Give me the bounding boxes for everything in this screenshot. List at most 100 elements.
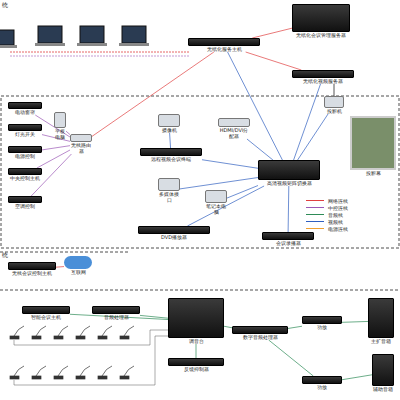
signal-wire	[202, 160, 258, 169]
device-node: 无纸化服务主机	[188, 38, 260, 52]
legend-text: 视频线	[328, 219, 343, 225]
device-shape	[8, 102, 42, 109]
legend-text: 中控连线	[328, 205, 348, 211]
device-label: 高清视频矩阵切换器	[258, 180, 320, 186]
device-label: 笔记本电脑	[205, 203, 227, 215]
device-shape	[372, 354, 394, 386]
legend-row: 视频线	[306, 218, 394, 225]
device-label: 无线路由器	[70, 142, 92, 154]
device-label: 无纸化会议管理服务器	[292, 32, 350, 38]
device-label: 无纸化视频服务器	[292, 78, 354, 84]
device-shape	[218, 118, 250, 127]
device-node: 高清视频矩阵切换器	[258, 160, 320, 186]
legend: 网络连线中控连线音频线视频线电源连线	[306, 197, 394, 232]
device-shape	[232, 326, 288, 334]
signal-wire	[288, 326, 302, 328]
legend-row: 中控连线	[306, 204, 394, 211]
device-shape	[8, 196, 42, 203]
signal-wire	[92, 52, 214, 136]
signal-wire	[342, 375, 372, 380]
device-label: 电源控制	[8, 153, 42, 159]
signal-wire	[269, 340, 314, 376]
device-node: 灯光开关	[8, 124, 42, 137]
device-shape	[8, 168, 42, 175]
device-label: 远程视频会议终端	[140, 156, 202, 162]
device-label: 会议录播器	[262, 240, 314, 246]
device-node: 调音台	[168, 298, 224, 344]
device-node: 反馈抑制器	[168, 358, 224, 372]
signal-wire	[196, 344, 197, 358]
device-node: 智能会议主机	[22, 306, 70, 320]
device-shape	[158, 114, 180, 127]
device-node: 无纸化视频服务器	[292, 70, 354, 84]
zone-divider	[0, 290, 400, 291]
device-label: 调音台	[168, 338, 224, 344]
legend-swatch	[306, 221, 324, 223]
device-node: 投影幕	[350, 116, 396, 176]
projector-mount	[334, 84, 335, 96]
signal-wire	[294, 84, 321, 160]
device-label: 灯光开关	[8, 131, 42, 137]
device-label: 电动窗帘	[8, 109, 42, 115]
device-shape	[158, 178, 180, 191]
legend-row: 网络连线	[306, 197, 394, 204]
device-node: 笔记本电脑	[205, 190, 227, 215]
signal-wire	[140, 315, 168, 318]
device-shape	[8, 124, 42, 131]
signal-wire	[56, 266, 64, 268]
device-node: 多媒体接口	[158, 178, 180, 203]
zone-frame	[1, 96, 399, 248]
device-node: 摄像机	[158, 114, 180, 133]
legend-text: 电源连线	[328, 226, 348, 232]
legend-swatch	[306, 207, 324, 209]
legend-swatch	[306, 214, 324, 216]
device-label: HDMI/DVI分配器	[218, 127, 250, 139]
device-shape	[54, 112, 66, 128]
device-shape	[302, 316, 342, 324]
laptop-monitors	[0, 26, 190, 56]
device-node: 投影机	[324, 96, 344, 114]
device-node: HDMI/DVI分配器	[218, 118, 250, 139]
signal-wire	[70, 314, 168, 319]
device-label: 功放	[302, 324, 342, 330]
device-shape	[138, 226, 210, 234]
device-node: DVD播放器	[138, 226, 210, 240]
device-node: 无线路由器	[70, 134, 92, 154]
signal-wire	[228, 52, 283, 160]
zone-divider	[0, 252, 130, 253]
device-shape	[350, 116, 396, 170]
device-label: 无纸化服务主机	[188, 46, 260, 52]
device-node: 电动窗帘	[8, 102, 42, 115]
signal-wire	[180, 178, 258, 189]
device-shape	[70, 134, 92, 142]
device-label: 功放	[302, 384, 342, 390]
device-label: 互联网	[64, 269, 92, 275]
legend-text: 音频线	[328, 212, 343, 218]
device-shape	[140, 148, 202, 156]
device-node: 音频处理器	[92, 306, 140, 320]
legend-swatch	[306, 228, 324, 230]
signal-wire	[224, 326, 232, 328]
device-shape	[302, 376, 342, 384]
section-title: 统	[2, 251, 8, 260]
legend-row: 音频线	[306, 211, 394, 218]
device-label: 多媒体接口	[158, 191, 180, 203]
device-shape	[168, 358, 224, 366]
device-node: 功放	[302, 376, 342, 390]
device-node: 主扩音箱	[368, 298, 394, 344]
device-node: 数字音频处理器	[232, 326, 288, 340]
device-shape	[262, 232, 314, 240]
legend-text: 网络连线	[328, 198, 348, 204]
signal-wire	[187, 186, 264, 226]
signal-wire	[247, 139, 273, 160]
device-label: 摄像机	[158, 127, 180, 133]
signal-wire	[37, 150, 70, 168]
device-label: 音频处理器	[92, 314, 140, 320]
device-label: 平板电脑	[54, 128, 66, 140]
device-node: 互联网	[64, 256, 92, 275]
device-shape	[292, 70, 354, 78]
device-node: 远程视频会议终端	[140, 148, 202, 162]
device-node: 平板电脑	[54, 112, 66, 140]
device-node: 电源控制	[8, 146, 42, 159]
signal-wire	[342, 321, 368, 323]
